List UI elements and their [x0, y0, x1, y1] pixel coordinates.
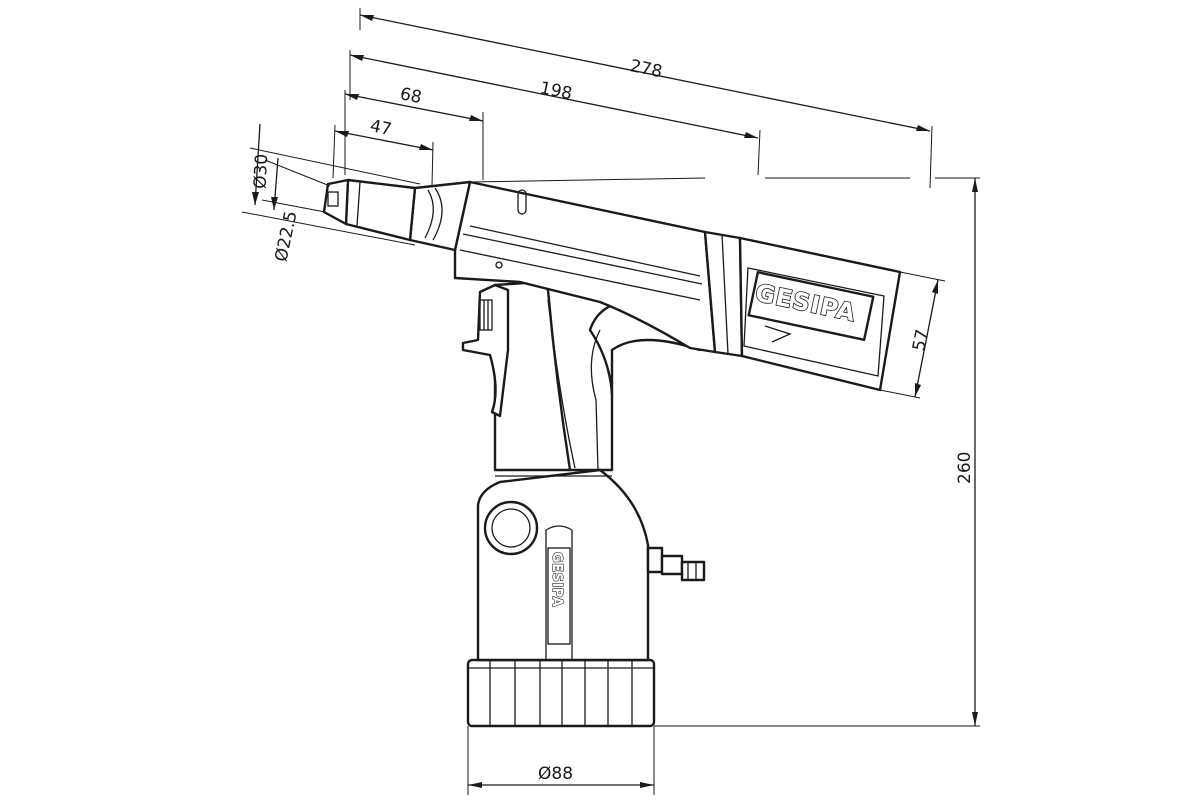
dim-nosepiece-length-label: 47	[368, 116, 393, 140]
dim-overall-length: 278	[359, 8, 933, 189]
dim-nose-length-label: 68	[398, 84, 423, 108]
dim-diameter-large: Ø30	[241, 123, 421, 246]
dim-diameter-small: Ø22.5	[261, 157, 331, 264]
dim-nose-length: 68	[344, 84, 484, 180]
release-knob	[483, 500, 539, 556]
dim-total-height-label: 260	[955, 452, 975, 484]
center-line	[469, 177, 980, 183]
grip-handle	[493, 280, 702, 472]
dim-nosepiece-length: 47	[332, 116, 434, 187]
dim-overall-length-label: 278	[628, 56, 664, 82]
dim-diameter-small-label: Ø22.5	[271, 209, 301, 263]
dim-body-length-label: 198	[538, 78, 574, 104]
nosepiece	[344, 178, 417, 242]
dim-head-height: 57	[879, 271, 946, 399]
dim-head-height-label: 57	[909, 328, 933, 353]
dim-body-length: 198	[349, 50, 761, 176]
base-ring	[466, 658, 656, 728]
dim-diameter-large-label: Ø30	[250, 153, 272, 189]
rivet-tool-outline: GESIPA	[322, 178, 902, 728]
side-logo-strip: GESIPA	[547, 547, 571, 645]
trigger	[461, 283, 510, 418]
dim-base-diameter: Ø88	[467, 726, 655, 795]
dim-total-height: 260	[654, 178, 980, 727]
side-logo-text: GESIPA	[549, 552, 564, 607]
dim-base-diameter-label: Ø88	[538, 764, 573, 784]
air-connector	[646, 546, 706, 582]
main-barrel	[453, 180, 717, 354]
nose-tip	[322, 178, 350, 226]
